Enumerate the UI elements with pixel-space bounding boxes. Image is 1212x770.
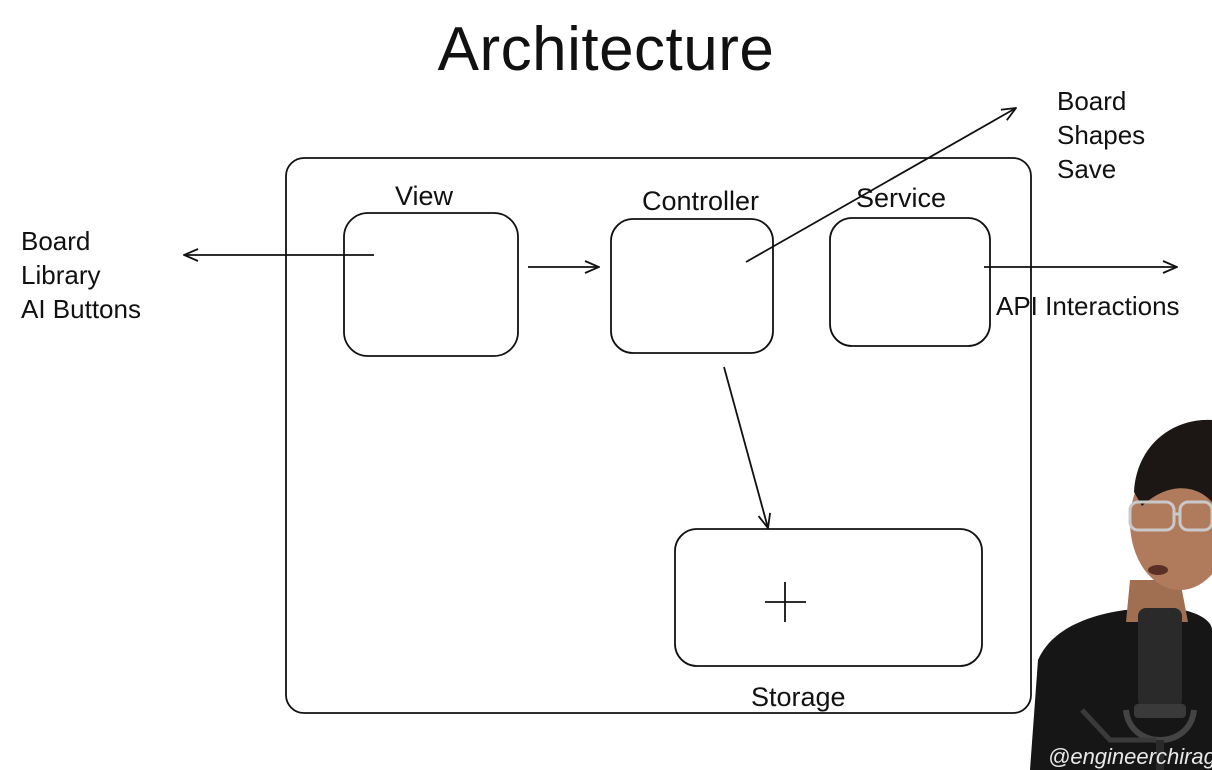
storage-label: Storage <box>751 682 846 712</box>
storage-plus-icon <box>765 582 806 622</box>
api-interactions-label: API Interactions <box>996 291 1180 321</box>
storage-box <box>674 528 983 667</box>
view-box <box>343 212 519 357</box>
ui-elements-list: Board Library AI Buttons <box>21 224 141 326</box>
controller-to-board-actions-arrow <box>745 108 1016 263</box>
board-actions-list: Board Shapes Save <box>1057 84 1145 186</box>
view-label: View <box>395 181 454 211</box>
board-actions-item: Save <box>1057 154 1117 184</box>
board-actions-item: Shapes <box>1057 120 1146 150</box>
microphone-icon <box>1080 608 1197 770</box>
board-actions-item: Board <box>1057 86 1127 116</box>
controller-label: Controller <box>642 186 760 216</box>
diagram-title: Architecture <box>437 15 775 84</box>
presenter-hair <box>1134 419 1212 506</box>
service-box <box>829 217 991 347</box>
glasses-icon <box>1128 500 1212 532</box>
system-boundary <box>285 157 1032 714</box>
ui-elements-item: AI Buttons <box>21 294 141 324</box>
controller-box <box>610 218 774 354</box>
channel-watermark: @engineerchirag <box>1048 744 1212 769</box>
ui-elements-item: Board <box>21 226 91 256</box>
ui-elements-item: Library <box>21 260 101 290</box>
service-label: Service <box>856 183 947 213</box>
presenter-video-overlay <box>1030 419 1212 770</box>
controller-to-storage-arrow <box>723 366 768 528</box>
